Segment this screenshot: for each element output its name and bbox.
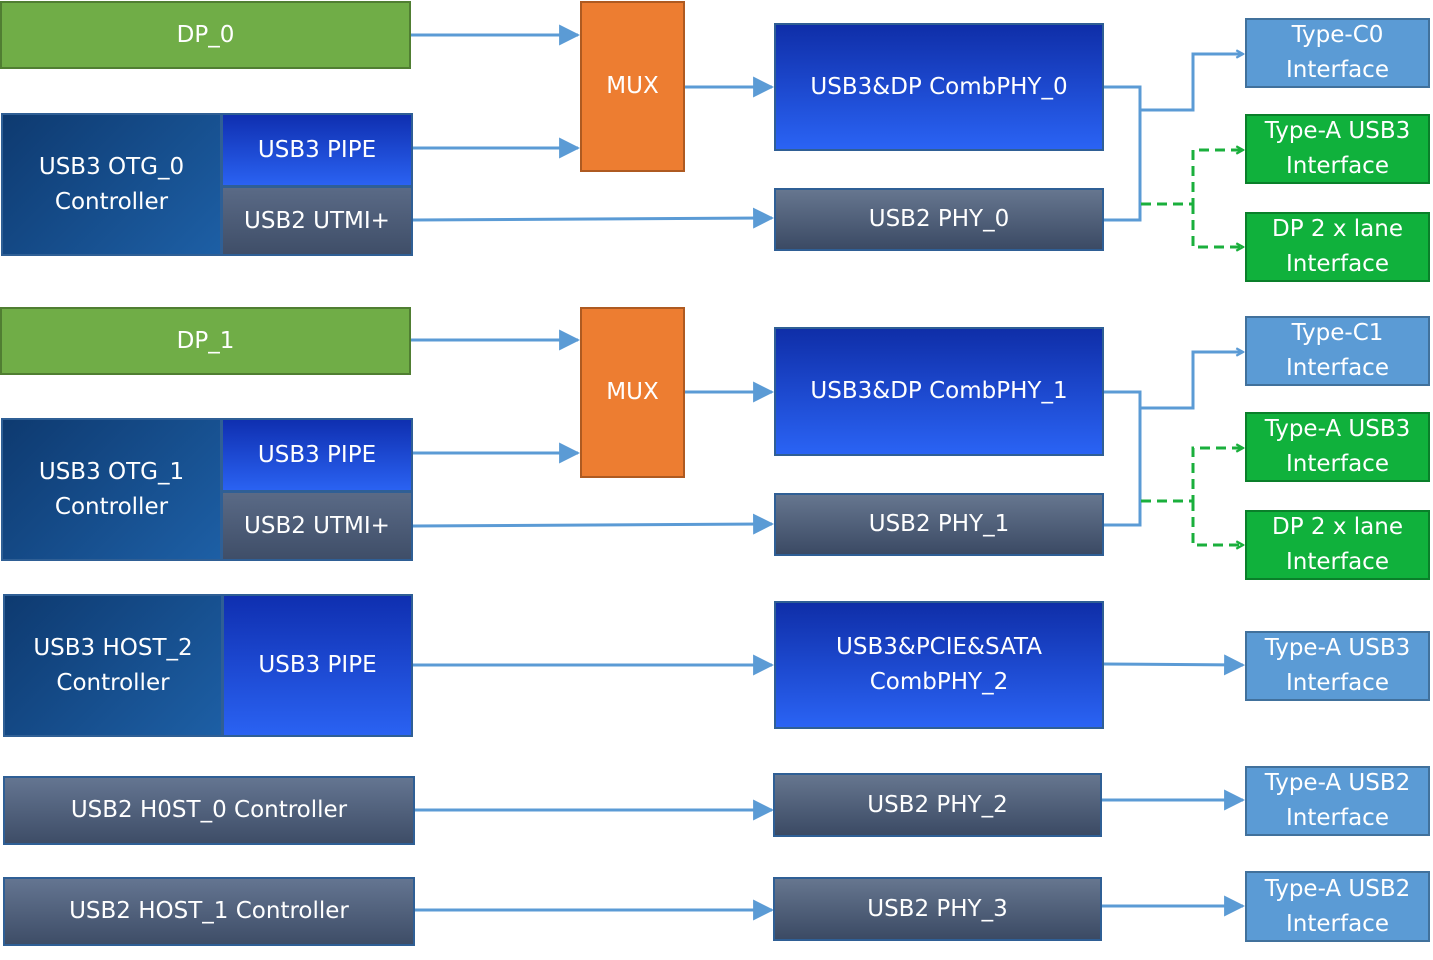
usb3-host2-controller: USB3 HOST_2 Controller — [3, 594, 223, 737]
wire-phy0-merge — [1103, 85, 1142, 222]
usb2-host1-controller: USB2 HOST_1 Controller — [3, 877, 415, 946]
dashed-wire-typea0 — [1141, 150, 1243, 206]
type-a-usb3-interface-1: Type-A USB3 Interface — [1245, 412, 1430, 482]
usb3-pipe0-block: USB3 PIPE — [221, 113, 413, 187]
type-c0-interface: Type-C0 Interface — [1245, 18, 1430, 88]
combphy2-block: USB3&PCIE&SATA CombPHY_2 — [774, 601, 1104, 729]
combphy1-block: USB3&DP CombPHY_1 — [774, 327, 1104, 456]
wire-comb2-typea — [1102, 654, 1246, 676]
usb3-pipe2-block: USB3 PIPE — [222, 594, 413, 737]
usb3-otg0-controller: USB3 OTG_0 Controller — [1, 113, 222, 256]
usb2-host0-controller: USB2 H0ST_0 Controller — [3, 776, 415, 845]
dashed-wire-dplane1 — [1191, 501, 1243, 545]
wire-utmi0-phy0 — [412, 207, 775, 229]
usb3-pipe1-block: USB3 PIPE — [221, 418, 413, 492]
combphy0-block: USB3&DP CombPHY_0 — [774, 23, 1104, 151]
type-a-usb2-interface-0: Type-A USB2 Interface — [1245, 766, 1430, 836]
dp-2-lane-interface-0: DP 2 x lane Interface — [1245, 212, 1430, 282]
mux0-block: MUX — [580, 1, 685, 172]
wire-phy1-merge — [1103, 390, 1142, 527]
usb2-phy0-block: USB2 PHY_0 — [774, 188, 1104, 251]
type-c1-interface: Type-C1 Interface — [1245, 316, 1430, 386]
dp1-block: DP_1 — [0, 307, 411, 375]
wire-merge0-typec0 — [1140, 54, 1243, 112]
usb2-phy2-block: USB2 PHY_2 — [773, 773, 1102, 837]
wire-merge1-typec1 — [1140, 352, 1243, 410]
wire-utmi1-phy1 — [412, 513, 775, 535]
type-a-usb3-interface-2: Type-A USB3 Interface — [1245, 631, 1430, 701]
usb2-phy1-block: USB2 PHY_1 — [774, 493, 1104, 556]
dp0-block: DP_0 — [0, 1, 411, 69]
dashed-wire-dplane0 — [1191, 204, 1243, 247]
dp-2-lane-interface-1: DP 2 x lane Interface — [1245, 510, 1430, 580]
type-a-usb3-interface-0: Type-A USB3 Interface — [1245, 114, 1430, 184]
mux1-block: MUX — [580, 307, 685, 478]
usb2-utmi0-block: USB2 UTMI+ — [221, 186, 413, 256]
usb2-phy3-block: USB2 PHY_3 — [773, 877, 1102, 941]
usb2-utmi1-block: USB2 UTMI+ — [221, 491, 413, 561]
type-a-usb2-interface-1: Type-A USB2 Interface — [1245, 871, 1430, 942]
usb3-otg1-controller: USB3 OTG_1 Controller — [1, 418, 222, 561]
dashed-wire-typea1 — [1141, 448, 1243, 503]
